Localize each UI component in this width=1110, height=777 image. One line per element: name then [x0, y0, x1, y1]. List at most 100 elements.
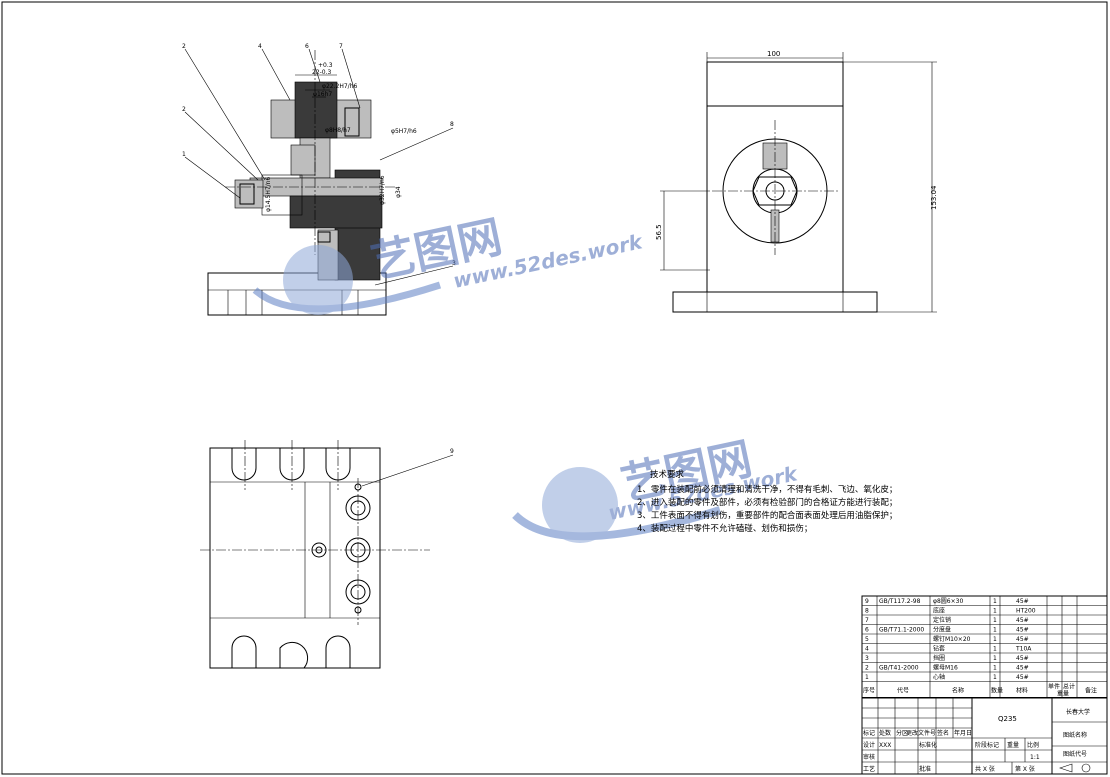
bom-row-qty: 1: [993, 617, 997, 624]
tech-req-line-3: 3、工件表面不得有划伤，重要部件的配合面表面处理后用油脂保护；: [637, 510, 897, 521]
tb-design: 设计: [863, 741, 875, 749]
bom-row-name: 底座: [933, 607, 945, 615]
bom-row-qty: 1: [993, 627, 997, 634]
bom-row-qty: 1: [993, 636, 997, 643]
bom-head-weight: 重量: [1057, 690, 1069, 698]
bom-row-qty: 1: [993, 646, 997, 653]
bom-row-name: 分度盘: [933, 626, 951, 634]
tb-standard: 标准化: [919, 741, 937, 749]
bom-row-std: GB/T71.1-2000: [879, 627, 924, 634]
tech-req-line-2: 2、进入装配的零件及部件，必须有检验部门的合格证方能进行装配；: [637, 497, 897, 508]
bom-row-no: 4: [865, 646, 869, 653]
bom-head-name: 名称: [952, 687, 964, 695]
balloon-2-mid: 2: [182, 106, 186, 113]
bom-row-material: 45#: [1016, 674, 1029, 681]
bom-row-qty: 1: [993, 665, 997, 672]
bom-row-name: 定位销: [933, 616, 951, 624]
balloon-1: 1: [182, 151, 186, 158]
dim-fit-22-2: φ22.2H7/h6: [322, 83, 357, 90]
dim-fit-16: φ16h7: [313, 91, 332, 98]
tb-approve: 批准: [919, 765, 931, 773]
bom-frame: [861, 595, 1108, 698]
tb-school: 长春大学: [1066, 708, 1090, 716]
bom-row-qty: 1: [993, 655, 997, 662]
dim-fit-5: φ5H7/h6: [391, 128, 417, 135]
dim-length-22: 22-0.3: [312, 69, 332, 76]
tb-sheets: 共 X 张: [975, 765, 995, 773]
bom-row-material: 45#: [1016, 598, 1029, 605]
bom-row-no: 1: [865, 674, 869, 681]
bom-head-remark: 备注: [1085, 687, 1097, 695]
tech-req-title: 技术要求: [650, 469, 685, 480]
bom-row-qty: 1: [993, 674, 997, 681]
dim-fit-8: φ8H8/h7: [325, 127, 351, 134]
bom-row-no: 2: [865, 665, 869, 672]
tb-count: 处数: [879, 729, 891, 737]
bom-row-name: 螺母M16: [933, 664, 958, 672]
bom-row-material: 45#: [1016, 636, 1029, 643]
top-view: 9: [200, 440, 454, 669]
balloon-6: 7: [339, 43, 343, 50]
tb-sign: 签名: [937, 729, 949, 737]
balloon-9: 9: [450, 448, 454, 455]
bom-row-name: 螺钉M10×20: [933, 635, 971, 643]
dim-dia-34: φ34: [395, 186, 402, 198]
bom-row-no: 5: [865, 636, 869, 643]
tech-req-line-1: 1、零件在装配前必须清理和清洗干净，不得有毛刺、飞边、氧化皮；: [637, 484, 897, 495]
balloon-2-top: 2: [182, 43, 186, 50]
tb-date: 年月日: [954, 729, 972, 737]
tb-scale-value: 1:1: [1030, 754, 1040, 761]
tb-process: 工艺: [863, 765, 875, 773]
bom-row-no: 3: [865, 655, 869, 662]
dim-fit-14-5: φ14.5H7/n6: [265, 177, 272, 212]
bom-row-no: 6: [865, 627, 869, 634]
dim-fit-32: φ32H7/n6: [379, 175, 386, 205]
tech-req-line-4: 4、装配过程中零件不允许磕碰、划伤和损伤；: [637, 523, 812, 534]
bom-row-material: 45#: [1016, 617, 1029, 624]
bom-head-code: 代号: [897, 687, 909, 695]
tb-designer: XXX: [879, 742, 891, 749]
bom-head-total: 总计: [1063, 683, 1075, 691]
bom-row-material: 45#: [1016, 627, 1029, 634]
front-section-view: +0.3 22-0.3 φ22.2H7/h6 φ16h7 φ5H7/h6 φ32…: [182, 43, 456, 316]
dim-tolerance-upper: +0.3: [318, 62, 333, 69]
bom-row-std: GB/T117.2-98: [879, 598, 921, 605]
bom-row-std: GB/T41-2000: [879, 665, 919, 672]
bom-row-name: 挡圈: [933, 654, 945, 662]
tb-stage-mark: 阶段标记: [975, 741, 999, 749]
bom-row-name: 钻套: [933, 645, 945, 653]
bom-row-no: 9: [865, 598, 869, 605]
tech-requirements: 技术要求 1、零件在装配前必须清理和清洗干净，不得有毛刺、飞边、氧化皮； 2、进…: [637, 469, 897, 534]
bom-row-qty: 1: [993, 608, 997, 615]
bom-row-name: 心轴: [933, 673, 945, 681]
watermark-center: 艺图网 www.52des.work: [512, 433, 801, 543]
tb-drawing-name: 图纸名称: [1063, 731, 1087, 739]
tb-check: 审核: [863, 753, 875, 761]
tb-sheet-no: 第 X 张: [1015, 765, 1035, 773]
tb-drawing-code: 图纸代号: [1063, 750, 1087, 758]
balloon-4: 4: [258, 43, 262, 50]
bom-row-material: T10A: [1015, 646, 1032, 653]
dim-height-center: 56.5: [655, 224, 663, 240]
tb-change-no: 更改文件号: [906, 729, 936, 737]
title-block: 标记 处数 分区 更改文件号 签名 年月日 设计 XXX 标准化 审核 工艺 批…: [861, 697, 1108, 775]
bom-head-material: 材料: [1016, 687, 1028, 695]
balloon-8: 3: [452, 260, 456, 267]
bom-row-material: 45#: [1016, 665, 1029, 672]
projection-symbol: [1081, 763, 1091, 773]
tb-scale: 比例: [1027, 741, 1039, 749]
bom-head-qty: 数量: [991, 687, 1003, 695]
dim-width-100: 100: [767, 50, 780, 58]
tb-weight: 重量: [1007, 741, 1019, 749]
balloon-5: 6: [305, 43, 309, 50]
tb-material: Q235: [998, 715, 1017, 723]
balloon-7: 8: [450, 121, 454, 128]
dim-height-total: 153.04: [930, 185, 938, 210]
bom-head-unit: 单件: [1048, 683, 1060, 691]
bom-row-qty: 1: [993, 598, 997, 605]
side-view: 100 153.04 56.5: [655, 50, 938, 313]
bom-head-no: 序号: [863, 687, 875, 695]
